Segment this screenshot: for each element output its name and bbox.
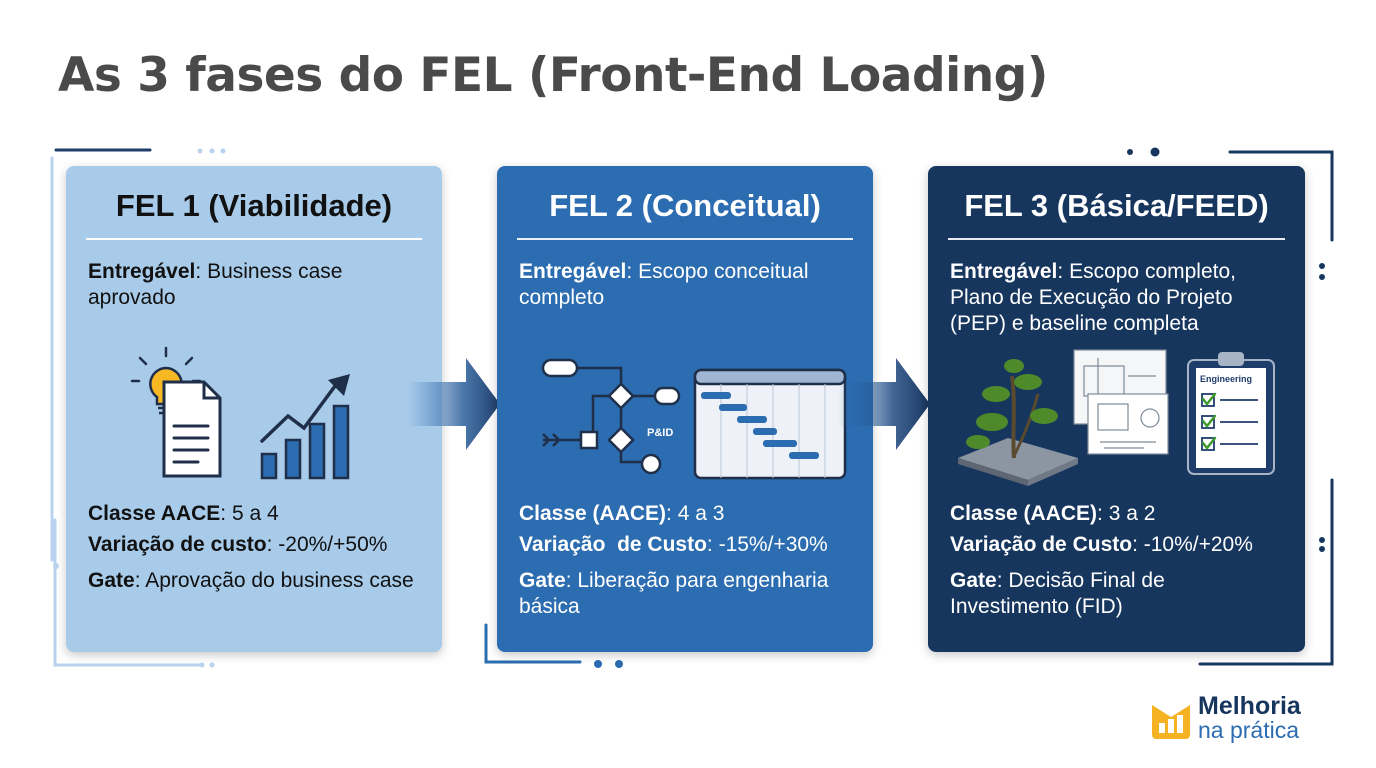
arrow-right-icon — [408, 358, 500, 450]
fel2-deliverable: Entregável: Escopo conceitual completo — [519, 260, 809, 309]
deliverable-value: Business case aprovado — [88, 260, 343, 309]
fel3-gate: Gate: Decisão Final de Investimento (FID… — [950, 569, 1165, 618]
gate-label: Gate — [88, 569, 135, 592]
gate-label: Gate — [519, 569, 566, 592]
fel2-card: FEL 2 (Conceitual) Entregável: Escopo co… — [497, 166, 873, 652]
gate-value: Aprovação do business case — [145, 569, 414, 592]
gate-value: Liberação para engenharia básica — [519, 569, 829, 618]
fel1-illustration — [130, 346, 350, 480]
gate-value: Decisão Final de Investimento (FID) — [950, 569, 1165, 618]
gantt-chart-icon — [693, 368, 847, 480]
class-value: 4 a 3 — [677, 502, 725, 525]
checklist-clipboard-icon: Engineering — [1187, 352, 1275, 475]
fel3-divider — [948, 238, 1285, 240]
fel1-card: FEL 1 (Viabilidade) Entregável: Business… — [66, 166, 442, 652]
brand-logo: Melhoria na prática — [1150, 693, 1340, 745]
bar-chart-logo-icon — [1152, 705, 1190, 739]
fel1-variation: Variação de custo: -20%/+50% — [88, 533, 388, 556]
variation-label: Variação de Custo — [519, 533, 707, 556]
deliverable-label: Entregável — [519, 260, 627, 283]
fel3-title: FEL 3 (Básica/FEED) — [964, 188, 1269, 223]
plant-model-icon — [958, 359, 1078, 486]
variation-value: -20%/+50% — [278, 533, 388, 556]
class-label: Classe (AACE) — [950, 502, 1098, 525]
arrow-right-icon — [838, 358, 930, 450]
fel1-deliverable: Entregável: Business case aprovado — [88, 260, 343, 309]
fel3-illustration: Engineering — [958, 349, 1275, 486]
fel2-class: Classe (AACE): 4 a 3 — [519, 502, 725, 525]
blueprint-icon — [1073, 349, 1169, 455]
fel1-gate: Gate: Aprovação do business case — [88, 569, 414, 592]
deliverable-label: Entregável — [950, 260, 1058, 283]
deliverable-value: Escopo conceitual completo — [519, 260, 809, 309]
fel1-class: Classe AACE: 5 a 4 — [88, 502, 279, 525]
page-title: As 3 fases do FEL (Front-End Loading) — [58, 48, 1048, 103]
document-icon — [162, 380, 222, 478]
variation-value: -15%/+30% — [718, 533, 828, 556]
brand-name: Melhoria — [1198, 692, 1301, 720]
gate-label: Gate — [950, 569, 997, 592]
class-value: 3 a 2 — [1108, 502, 1156, 525]
growth-chart-icon — [260, 374, 350, 480]
class-value: 5 a 4 — [231, 502, 279, 525]
fel3-variation: Variação de Custo: -10%/+20% — [950, 533, 1253, 556]
brand-tagline: na prática — [1198, 717, 1300, 743]
fel2-variation: Variação de Custo: -15%/+30% — [519, 533, 828, 556]
deliverable-value: Escopo completo, Plano de Execução do Pr… — [950, 260, 1236, 335]
fel1-title: FEL 1 (Viabilidade) — [115, 188, 393, 223]
variation-label: Variação de custo — [88, 533, 267, 556]
class-label: Classe (AACE) — [519, 502, 667, 525]
fel3-card: FEL 3 (Básica/FEED) Entregável: Escopo c… — [928, 166, 1305, 652]
flowchart-icon — [541, 358, 681, 475]
fel2-title: FEL 2 (Conceitual) — [549, 188, 821, 223]
fel2-illustration: P&ID — [541, 358, 847, 480]
deliverable-label: Entregável — [88, 260, 196, 283]
class-label: Classe AACE — [88, 502, 221, 525]
variation-label: Variação de Custo — [950, 533, 1133, 556]
pid-label: P&ID — [647, 427, 673, 439]
fel2-gate: Gate: Liberação para engenharia básica — [519, 569, 829, 618]
fel3-class: Classe (AACE): 3 a 2 — [950, 502, 1156, 525]
clipboard-label: Engineering — [1200, 374, 1252, 384]
fel2-divider — [517, 238, 853, 240]
fel1-divider — [86, 238, 422, 240]
variation-value: -10%/+20% — [1143, 533, 1253, 556]
fel3-deliverable: Entregável: Escopo completo, Plano de Ex… — [950, 260, 1236, 335]
